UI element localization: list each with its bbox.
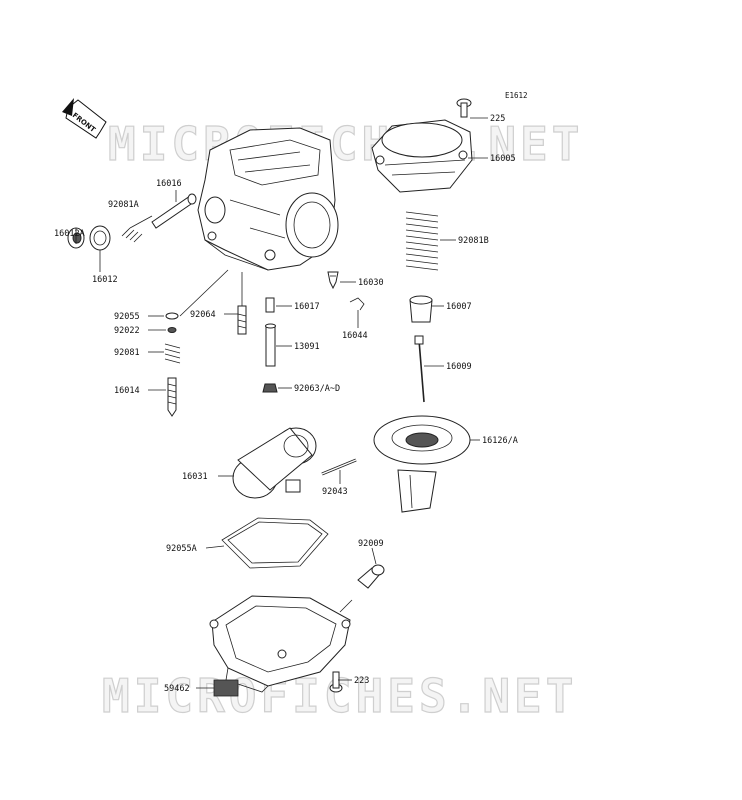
screw-225 — [456, 98, 472, 118]
label-plate-59462 — [213, 679, 239, 697]
label-92081B: 92081B — [458, 236, 489, 246]
label-92063: 92063/A~D — [294, 384, 340, 394]
jet-92064 — [237, 305, 247, 335]
main-jet-92063 — [262, 383, 278, 393]
label-16005: 16005 — [490, 154, 516, 164]
label-92064: 92064 — [190, 310, 216, 320]
pin-92043 — [321, 458, 357, 476]
label-16009: 16009 — [446, 362, 472, 372]
washer-92022 — [167, 327, 177, 333]
jet-16017 — [265, 297, 275, 313]
label-16012: 16012 — [92, 275, 118, 285]
label-16126: 16126/A — [482, 436, 518, 446]
clip-16044 — [349, 297, 365, 311]
label-16007: 16007 — [446, 302, 472, 312]
spring-92081 — [164, 343, 181, 364]
label-16017: 16017 — [294, 302, 320, 312]
front-arrow-icon: FRONT — [62, 98, 107, 139]
label-225: 225 — [490, 114, 505, 124]
label-92022: 92022 — [114, 326, 140, 336]
spring-92081A — [121, 227, 143, 243]
label-92009: 92009 — [358, 539, 384, 549]
float-valve-16030 — [327, 271, 339, 290]
top-cover-16005 — [371, 119, 473, 193]
screw-16014 — [167, 377, 177, 417]
carburetor-body — [197, 127, 339, 271]
pilot-screw-16016 — [151, 193, 197, 229]
float-bowl — [209, 595, 351, 693]
label-92043: 92043 — [322, 487, 348, 497]
label-223: 223 — [354, 676, 369, 686]
diagram-code: E1612 — [505, 91, 528, 100]
plug-16012 — [89, 225, 111, 251]
label-16014: 16014 — [114, 386, 140, 396]
needle-holder-16007 — [409, 295, 433, 323]
gasket-92055A — [221, 517, 329, 569]
leader-lines — [75, 117, 488, 689]
label-16016: 16016 — [156, 179, 182, 189]
label-92081: 92081 — [114, 348, 140, 358]
watermark-top: MICROFICHES.NET — [108, 117, 583, 171]
jet-needle-16009 — [414, 335, 425, 403]
label-16012A: 16012A — [54, 229, 85, 239]
label-92055: 92055 — [114, 312, 140, 322]
label-16031: 16031 — [182, 472, 208, 482]
o-ring-92055 — [165, 312, 179, 320]
watermark-bottom: MICROFICHES.NET — [102, 669, 577, 723]
needle-jet-13091 — [265, 323, 276, 367]
label-92055A: 92055A — [166, 544, 197, 554]
label-16030: 16030 — [358, 278, 384, 288]
label-59462: 59462 — [164, 684, 190, 694]
vacuum-piston-16126 — [373, 415, 471, 513]
drain-screw-92009 — [357, 564, 385, 589]
spring-92081B — [405, 211, 439, 271]
float-16031 — [232, 427, 317, 499]
label-16044: 16044 — [342, 331, 368, 341]
label-92081A: 92081A — [108, 200, 139, 210]
label-13091: 13091 — [294, 342, 320, 352]
